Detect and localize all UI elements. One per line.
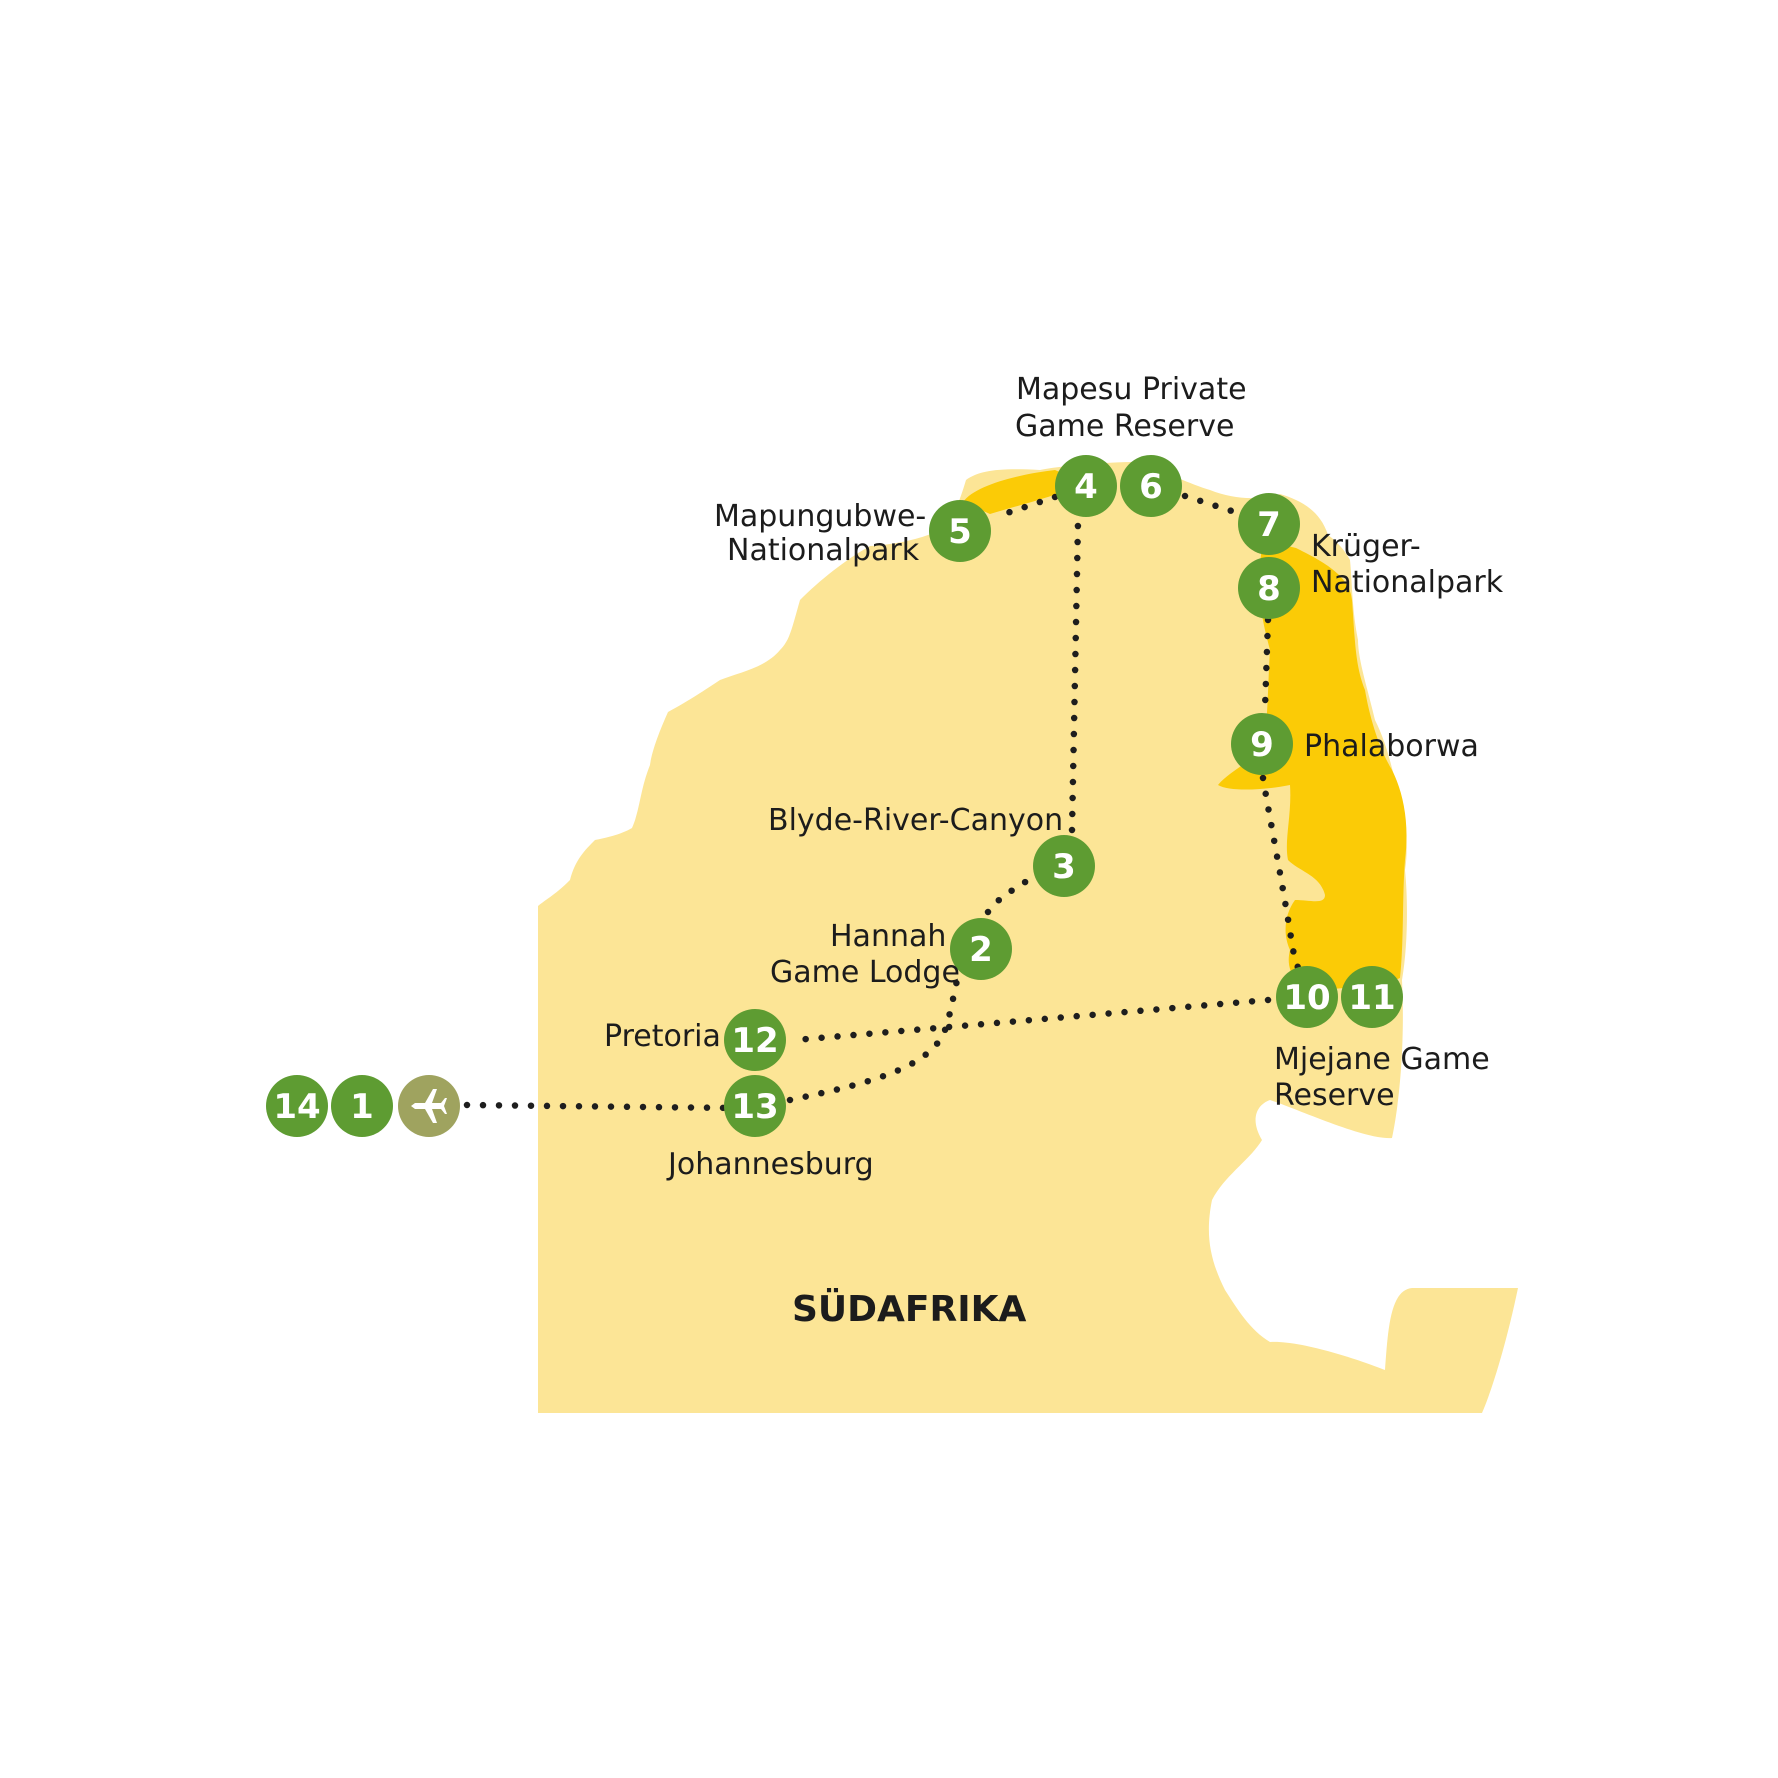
label-johannesburg: Johannesburg xyxy=(666,1147,874,1182)
stop-14-marker[interactable]: 14 xyxy=(266,1075,328,1137)
label-kruger-line-1: Krüger- xyxy=(1311,529,1421,564)
stop-number: 13 xyxy=(731,1087,778,1127)
label-mapungubwe-line-2: Nationalpark xyxy=(727,533,920,568)
label-pretoria: Pretoria xyxy=(604,1019,721,1054)
airport-marker[interactable] xyxy=(398,1075,460,1137)
stop-number: 1 xyxy=(350,1087,374,1127)
route-segment-phalaborwa-mjejane xyxy=(1259,774,1307,986)
label-hannah-line-2: Game Lodge xyxy=(770,955,960,990)
country-label: SÜDAFRIKA xyxy=(792,1288,1027,1330)
stop-number: 6 xyxy=(1139,467,1163,507)
stop-number: 12 xyxy=(731,1021,778,1061)
airplane-icon xyxy=(411,1089,447,1123)
stop-12-marker[interactable]: 12 xyxy=(724,1009,786,1071)
stop-6-marker[interactable]: 6 xyxy=(1120,455,1182,517)
label-hannah-line-1: Hannah xyxy=(830,919,946,954)
stop-13-marker[interactable]: 13 xyxy=(724,1075,786,1137)
stop-number: 5 xyxy=(948,512,972,552)
stop-9-marker[interactable]: 9 xyxy=(1231,713,1293,775)
route-segment-mapesu-mapungubwe xyxy=(991,493,1059,521)
stop-2-marker[interactable]: 2 xyxy=(950,918,1012,980)
stop-1-marker[interactable]: 1 xyxy=(331,1075,393,1137)
stop-number: 10 xyxy=(1283,978,1330,1018)
route-segment-hannah-blyde xyxy=(984,868,1044,916)
stop-number: 7 xyxy=(1257,505,1281,545)
route-segment-mapesu-kruger xyxy=(1181,492,1242,517)
label-blyde-river-canyon: Blyde-River-Canyon xyxy=(768,803,1063,838)
stop-number: 9 xyxy=(1250,725,1274,765)
stop-number: 2 xyxy=(969,930,993,970)
stop-5-marker[interactable]: 5 xyxy=(929,500,991,562)
stop-number: 3 xyxy=(1052,847,1076,887)
route-segment-blyde-mapesu xyxy=(1068,518,1082,834)
label-mapesu-line-1: Mapesu Private xyxy=(1016,372,1247,407)
route-lines xyxy=(463,492,1307,1112)
route-segment-airport-johannesburg xyxy=(463,1101,739,1112)
stop-11-marker[interactable]: 11 xyxy=(1341,966,1403,1028)
stop-7-marker[interactable]: 7 xyxy=(1238,493,1300,555)
label-mjejane-line-2: Reserve xyxy=(1274,1078,1395,1113)
label-mapesu-line-2: Game Reserve xyxy=(1015,409,1234,444)
label-kruger-line-2: Nationalpark xyxy=(1311,565,1504,600)
mapungubwe-park-area xyxy=(963,470,1085,514)
stop-4-marker[interactable]: 4 xyxy=(1055,455,1117,517)
stop-8-marker[interactable]: 8 xyxy=(1238,557,1300,619)
stop-3-marker[interactable]: 3 xyxy=(1033,835,1095,897)
label-mapungubwe-line-1: Mapungubwe- xyxy=(714,499,926,534)
route-segment-mjejane-pretoria xyxy=(791,996,1272,1044)
kruger-park-area xyxy=(1218,540,1407,990)
stop-number: 8 xyxy=(1257,569,1281,609)
stop-number: 4 xyxy=(1074,467,1098,507)
stop-number: 11 xyxy=(1348,978,1395,1018)
label-mjejane-line-1: Mjejane Game xyxy=(1274,1042,1490,1077)
route-segment-kruger-phalaborwa xyxy=(1261,616,1272,712)
route-segment-johannesburg-hannah xyxy=(786,956,969,1104)
stop-number: 14 xyxy=(273,1087,320,1127)
label-phalaborwa: Phalaborwa xyxy=(1304,729,1479,764)
stop-10-marker[interactable]: 10 xyxy=(1276,966,1338,1028)
